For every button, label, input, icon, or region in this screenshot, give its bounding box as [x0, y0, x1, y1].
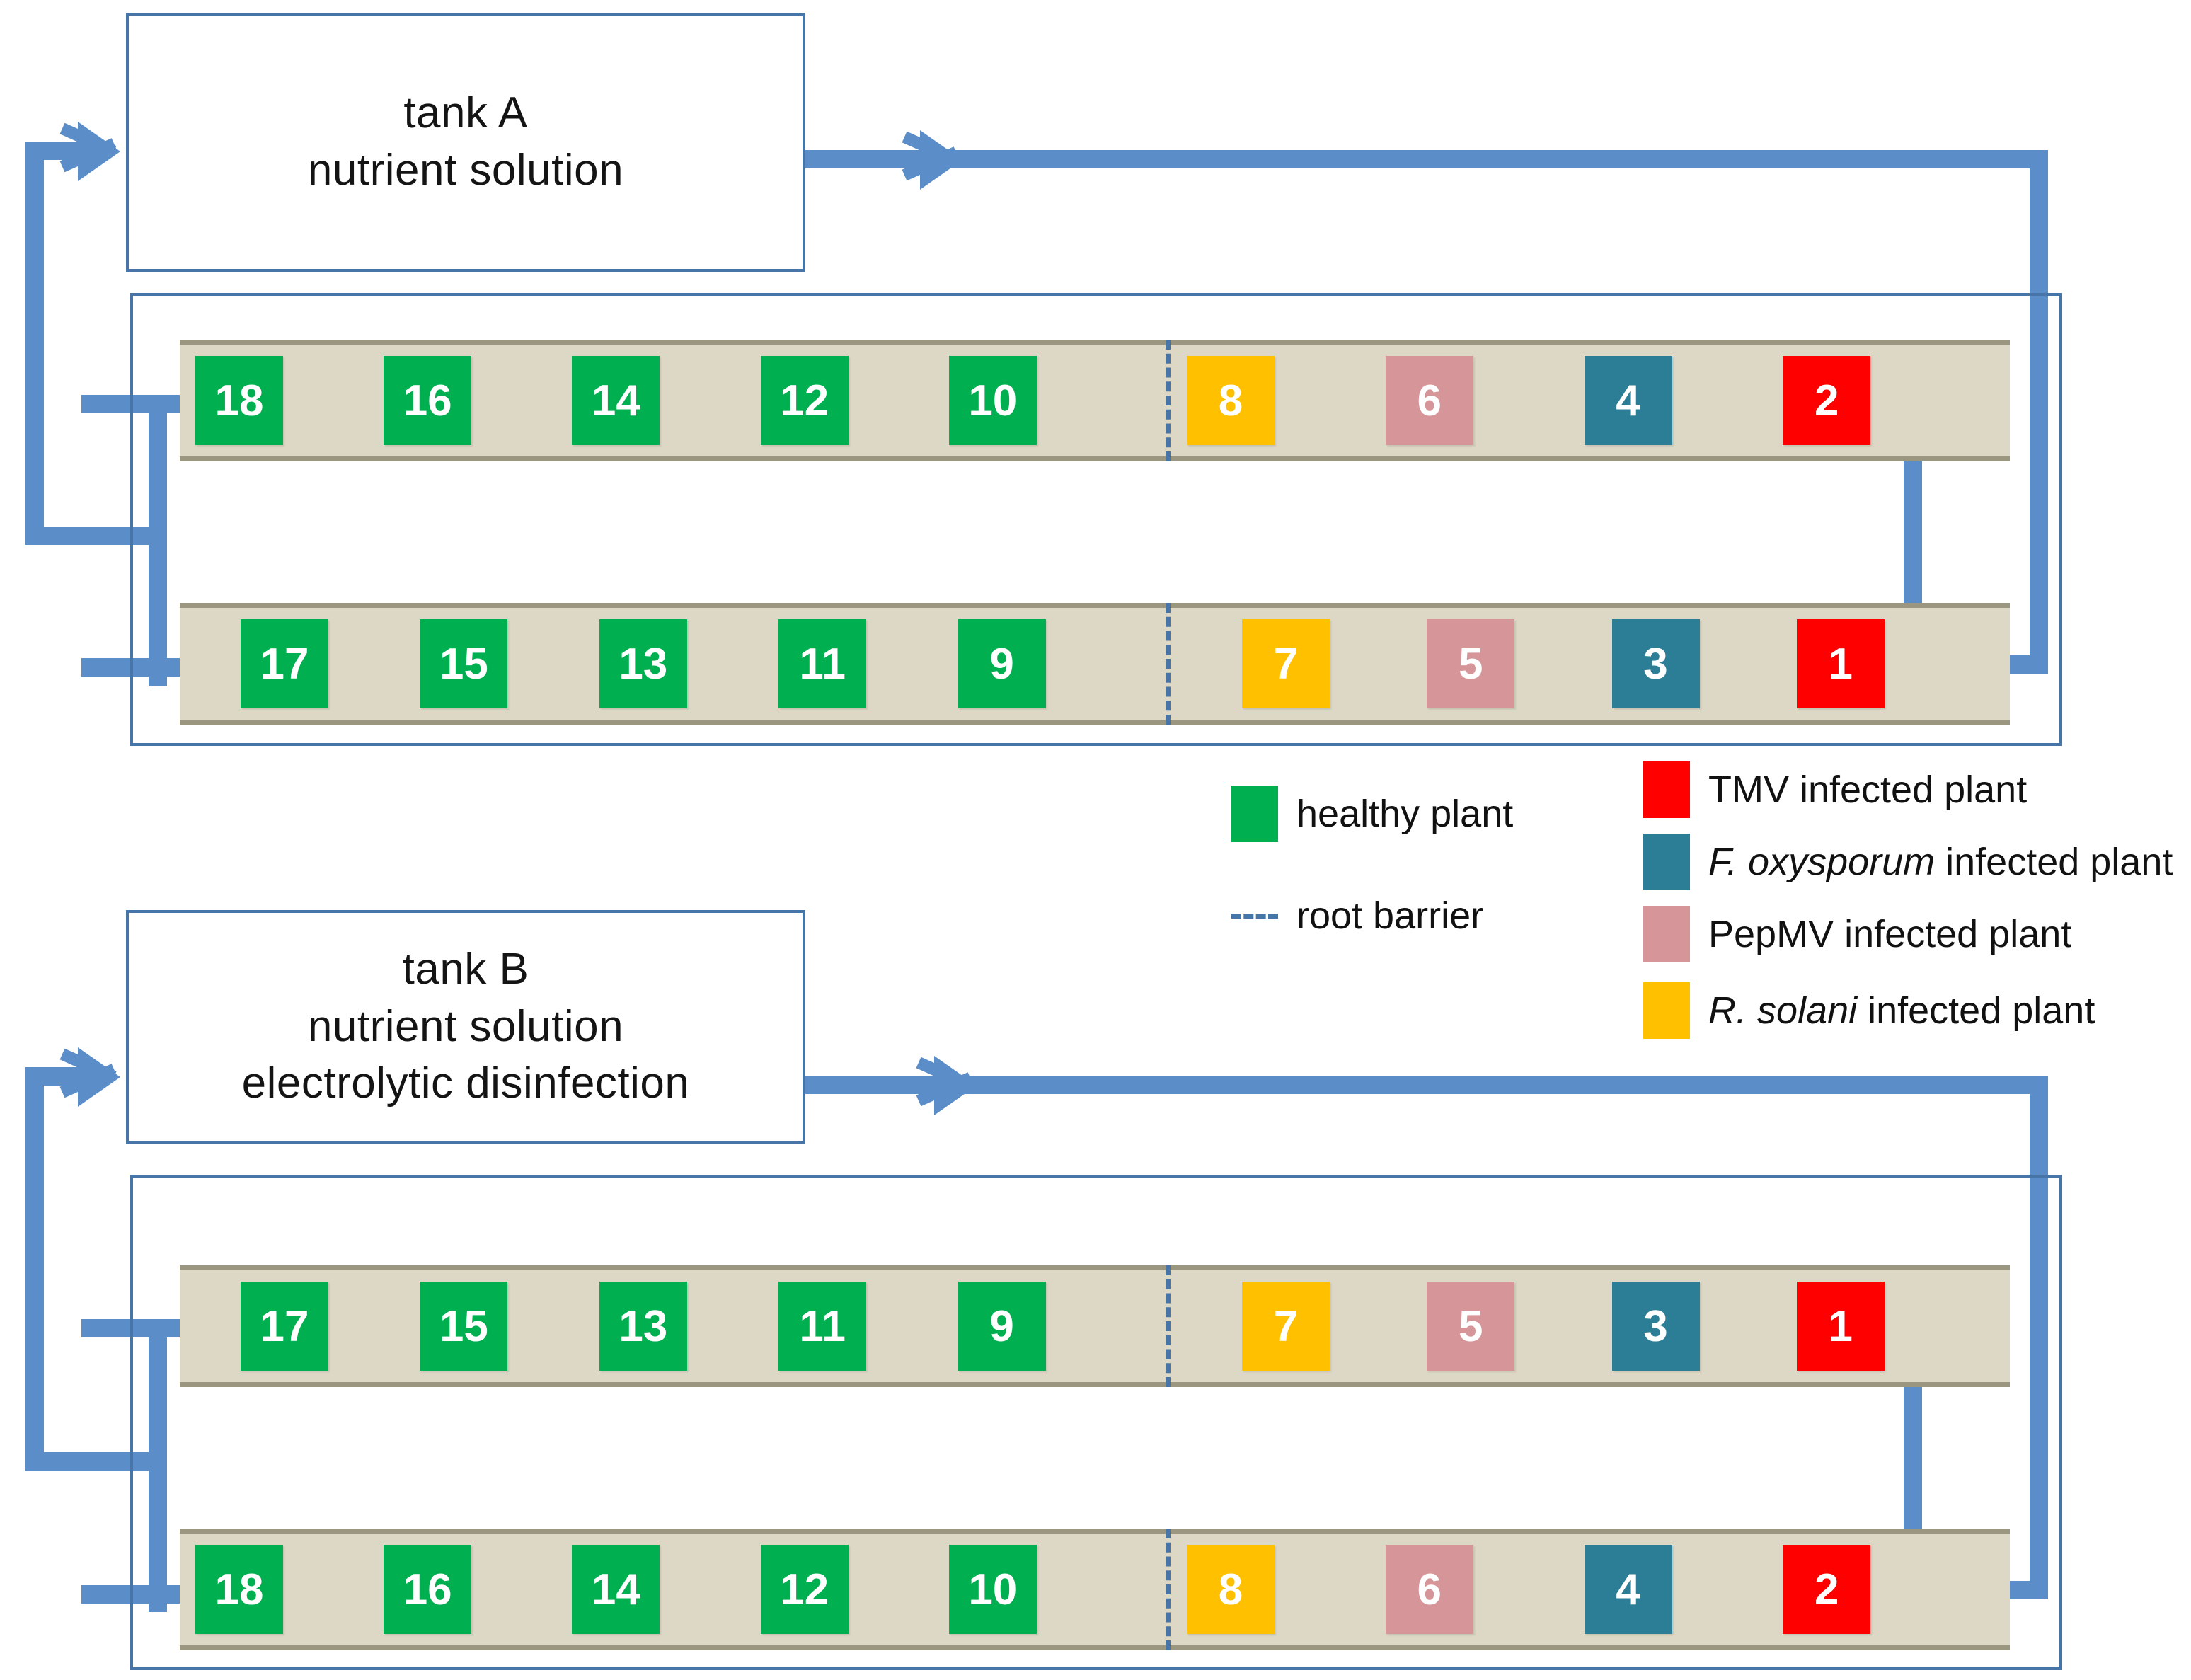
legend-tmv-label: TMV infected plant: [1708, 768, 2027, 812]
plant-5[interactable]: 5: [1427, 1282, 1515, 1371]
tank-b-return-lower-pipe: [25, 1452, 167, 1471]
tank-b-return-riser-pipe: [25, 1067, 44, 1471]
legend-healthy-plant: healthy plant: [1231, 786, 1513, 842]
plant-11[interactable]: 11: [778, 1282, 867, 1371]
plant-18[interactable]: 18: [195, 1545, 283, 1634]
plant-4[interactable]: 4: [1584, 356, 1672, 445]
plant-6[interactable]: 6: [1385, 356, 1473, 445]
legend-f-oxysporum: F. oxysporum infected plant: [1643, 834, 2173, 890]
tank-b-row1-inlet-pipe: [81, 1319, 195, 1337]
tank-a-outflow-downcomer: [2030, 150, 2048, 674]
plant-13[interactable]: 13: [599, 1282, 687, 1371]
root-barrier: [1166, 1529, 1171, 1650]
tank-a-return-riser-pipe: [25, 142, 44, 545]
tank-a-return-branch-riser: [149, 403, 167, 686]
tank-b-row-2-plants: 18 16 14 12 10 8 6 4 2: [180, 1529, 2010, 1650]
tank-a-compartment-frame: [130, 293, 2062, 746]
legend-pepmv-text: PepMV infected plant: [1708, 913, 2072, 955]
plant-15[interactable]: 15: [420, 1282, 508, 1371]
plant-8[interactable]: 8: [1187, 1545, 1275, 1634]
legend-pepmv-swatch: [1643, 906, 1690, 962]
plant-8[interactable]: 8: [1187, 356, 1275, 445]
plant-6[interactable]: 6: [1385, 1545, 1473, 1634]
tank-a-label: tank A nutrient solution: [307, 88, 624, 195]
plant-10[interactable]: 10: [948, 1545, 1037, 1634]
legend-f-oxysporum-italic: F. oxysporum: [1708, 841, 1936, 883]
legend-r-solani-swatch: [1643, 982, 1690, 1039]
plant-16[interactable]: 16: [384, 1545, 472, 1634]
legend-f-oxysporum-text: infected plant: [1935, 841, 2173, 883]
plant-12[interactable]: 12: [760, 1545, 849, 1634]
plant-17[interactable]: 17: [241, 619, 328, 708]
tank-b-row-2-gutter[interactable]: 18 16 14 12 10 8 6 4 2: [180, 1529, 2010, 1650]
legend-tmv-swatch: [1643, 761, 1690, 818]
legend-root-barrier-label: root barrier: [1296, 894, 1484, 937]
plant-9[interactable]: 9: [958, 619, 1046, 708]
tank-b-outflow-downcomer: [2030, 1076, 2048, 1599]
plant-3[interactable]: 3: [1611, 1282, 1700, 1371]
tank-b-outflow-pipe: [803, 1076, 2048, 1094]
plant-4[interactable]: 4: [1584, 1545, 1672, 1634]
plant-11[interactable]: 11: [778, 619, 867, 708]
tank-a-row1-inlet-pipe: [81, 395, 195, 413]
root-barrier: [1166, 340, 1171, 461]
legend-r-solani: R. solani infected plant: [1643, 982, 2095, 1039]
plant-14[interactable]: 14: [572, 356, 660, 445]
plant-2[interactable]: 2: [1783, 356, 1871, 445]
plant-17[interactable]: 17: [241, 1282, 328, 1371]
plant-10[interactable]: 10: [948, 356, 1037, 445]
tank-a-row2-inlet-pipe: [81, 658, 195, 677]
legend-f-oxysporum-label: F. oxysporum infected plant: [1708, 840, 2173, 884]
root-barrier: [1166, 1265, 1171, 1387]
legend-r-solani-italic: R. solani: [1708, 989, 1858, 1032]
plant-12[interactable]: 12: [760, 356, 849, 445]
legend-r-solani-text: infected plant: [1857, 989, 2095, 1032]
tank-a-box[interactable]: tank A nutrient solution: [126, 13, 805, 272]
legend-root-barrier: root barrier: [1231, 894, 1483, 938]
tank-b-box[interactable]: tank B nutrient solution electrolytic di…: [126, 910, 805, 1144]
legend-healthy-label: healthy plant: [1296, 793, 1514, 835]
tank-a-outflow-pipe: [803, 150, 2048, 168]
plant-14[interactable]: 14: [572, 1545, 660, 1634]
tank-b-row-1-gutter[interactable]: 17 15 13 11 9 7 5 3 1: [180, 1265, 2010, 1387]
legend-tmv-text: TMV infected plant: [1708, 769, 2028, 811]
tank-b-label: tank B nutrient solution electrolytic di…: [241, 945, 690, 1108]
plant-2[interactable]: 2: [1783, 1545, 1871, 1634]
plant-3[interactable]: 3: [1611, 619, 1700, 708]
root-barrier: [1166, 603, 1171, 725]
tank-b-row2-inlet-pipe: [81, 1585, 195, 1604]
plant-13[interactable]: 13: [599, 619, 687, 708]
plant-5[interactable]: 5: [1427, 619, 1515, 708]
plant-7[interactable]: 7: [1242, 619, 1330, 708]
tank-a-row-1-plants: 18 16 14 12 10 8 6 4 2: [180, 340, 2010, 461]
plant-15[interactable]: 15: [420, 619, 508, 708]
tank-a-row-2-gutter[interactable]: 17 15 13 11 9 7 5 3 1: [180, 603, 2010, 725]
legend-pepmv: PepMV infected plant: [1643, 906, 2071, 962]
plant-1[interactable]: 1: [1796, 619, 1885, 708]
plant-1[interactable]: 1: [1796, 1282, 1885, 1371]
legend-healthy-swatch: [1231, 786, 1278, 842]
tank-a-row-2-plants: 17 15 13 11 9 7 5 3 1: [180, 603, 2010, 725]
plant-18[interactable]: 18: [195, 356, 283, 445]
tank-b-row-1-plants: 17 15 13 11 9 7 5 3 1: [180, 1265, 2010, 1387]
plant-16[interactable]: 16: [384, 356, 472, 445]
root-barrier-icon: [1231, 913, 1278, 919]
legend-r-solani-label: R. solani infected plant: [1708, 989, 2095, 1032]
legend-pepmv-label: PepMV infected plant: [1708, 912, 2071, 956]
plant-9[interactable]: 9: [958, 1282, 1046, 1371]
legend-tmv: TMV infected plant: [1643, 761, 2027, 818]
tank-a-row-1-gutter[interactable]: 18 16 14 12 10 8 6 4 2: [180, 340, 2010, 461]
plant-7[interactable]: 7: [1242, 1282, 1330, 1371]
tank-b-return-branch-riser: [149, 1328, 167, 1612]
tank-b-compartment-frame: [130, 1175, 2062, 1670]
legend-f-oxysporum-swatch: [1643, 834, 1690, 890]
tank-a-return-lower-pipe: [25, 527, 167, 545]
